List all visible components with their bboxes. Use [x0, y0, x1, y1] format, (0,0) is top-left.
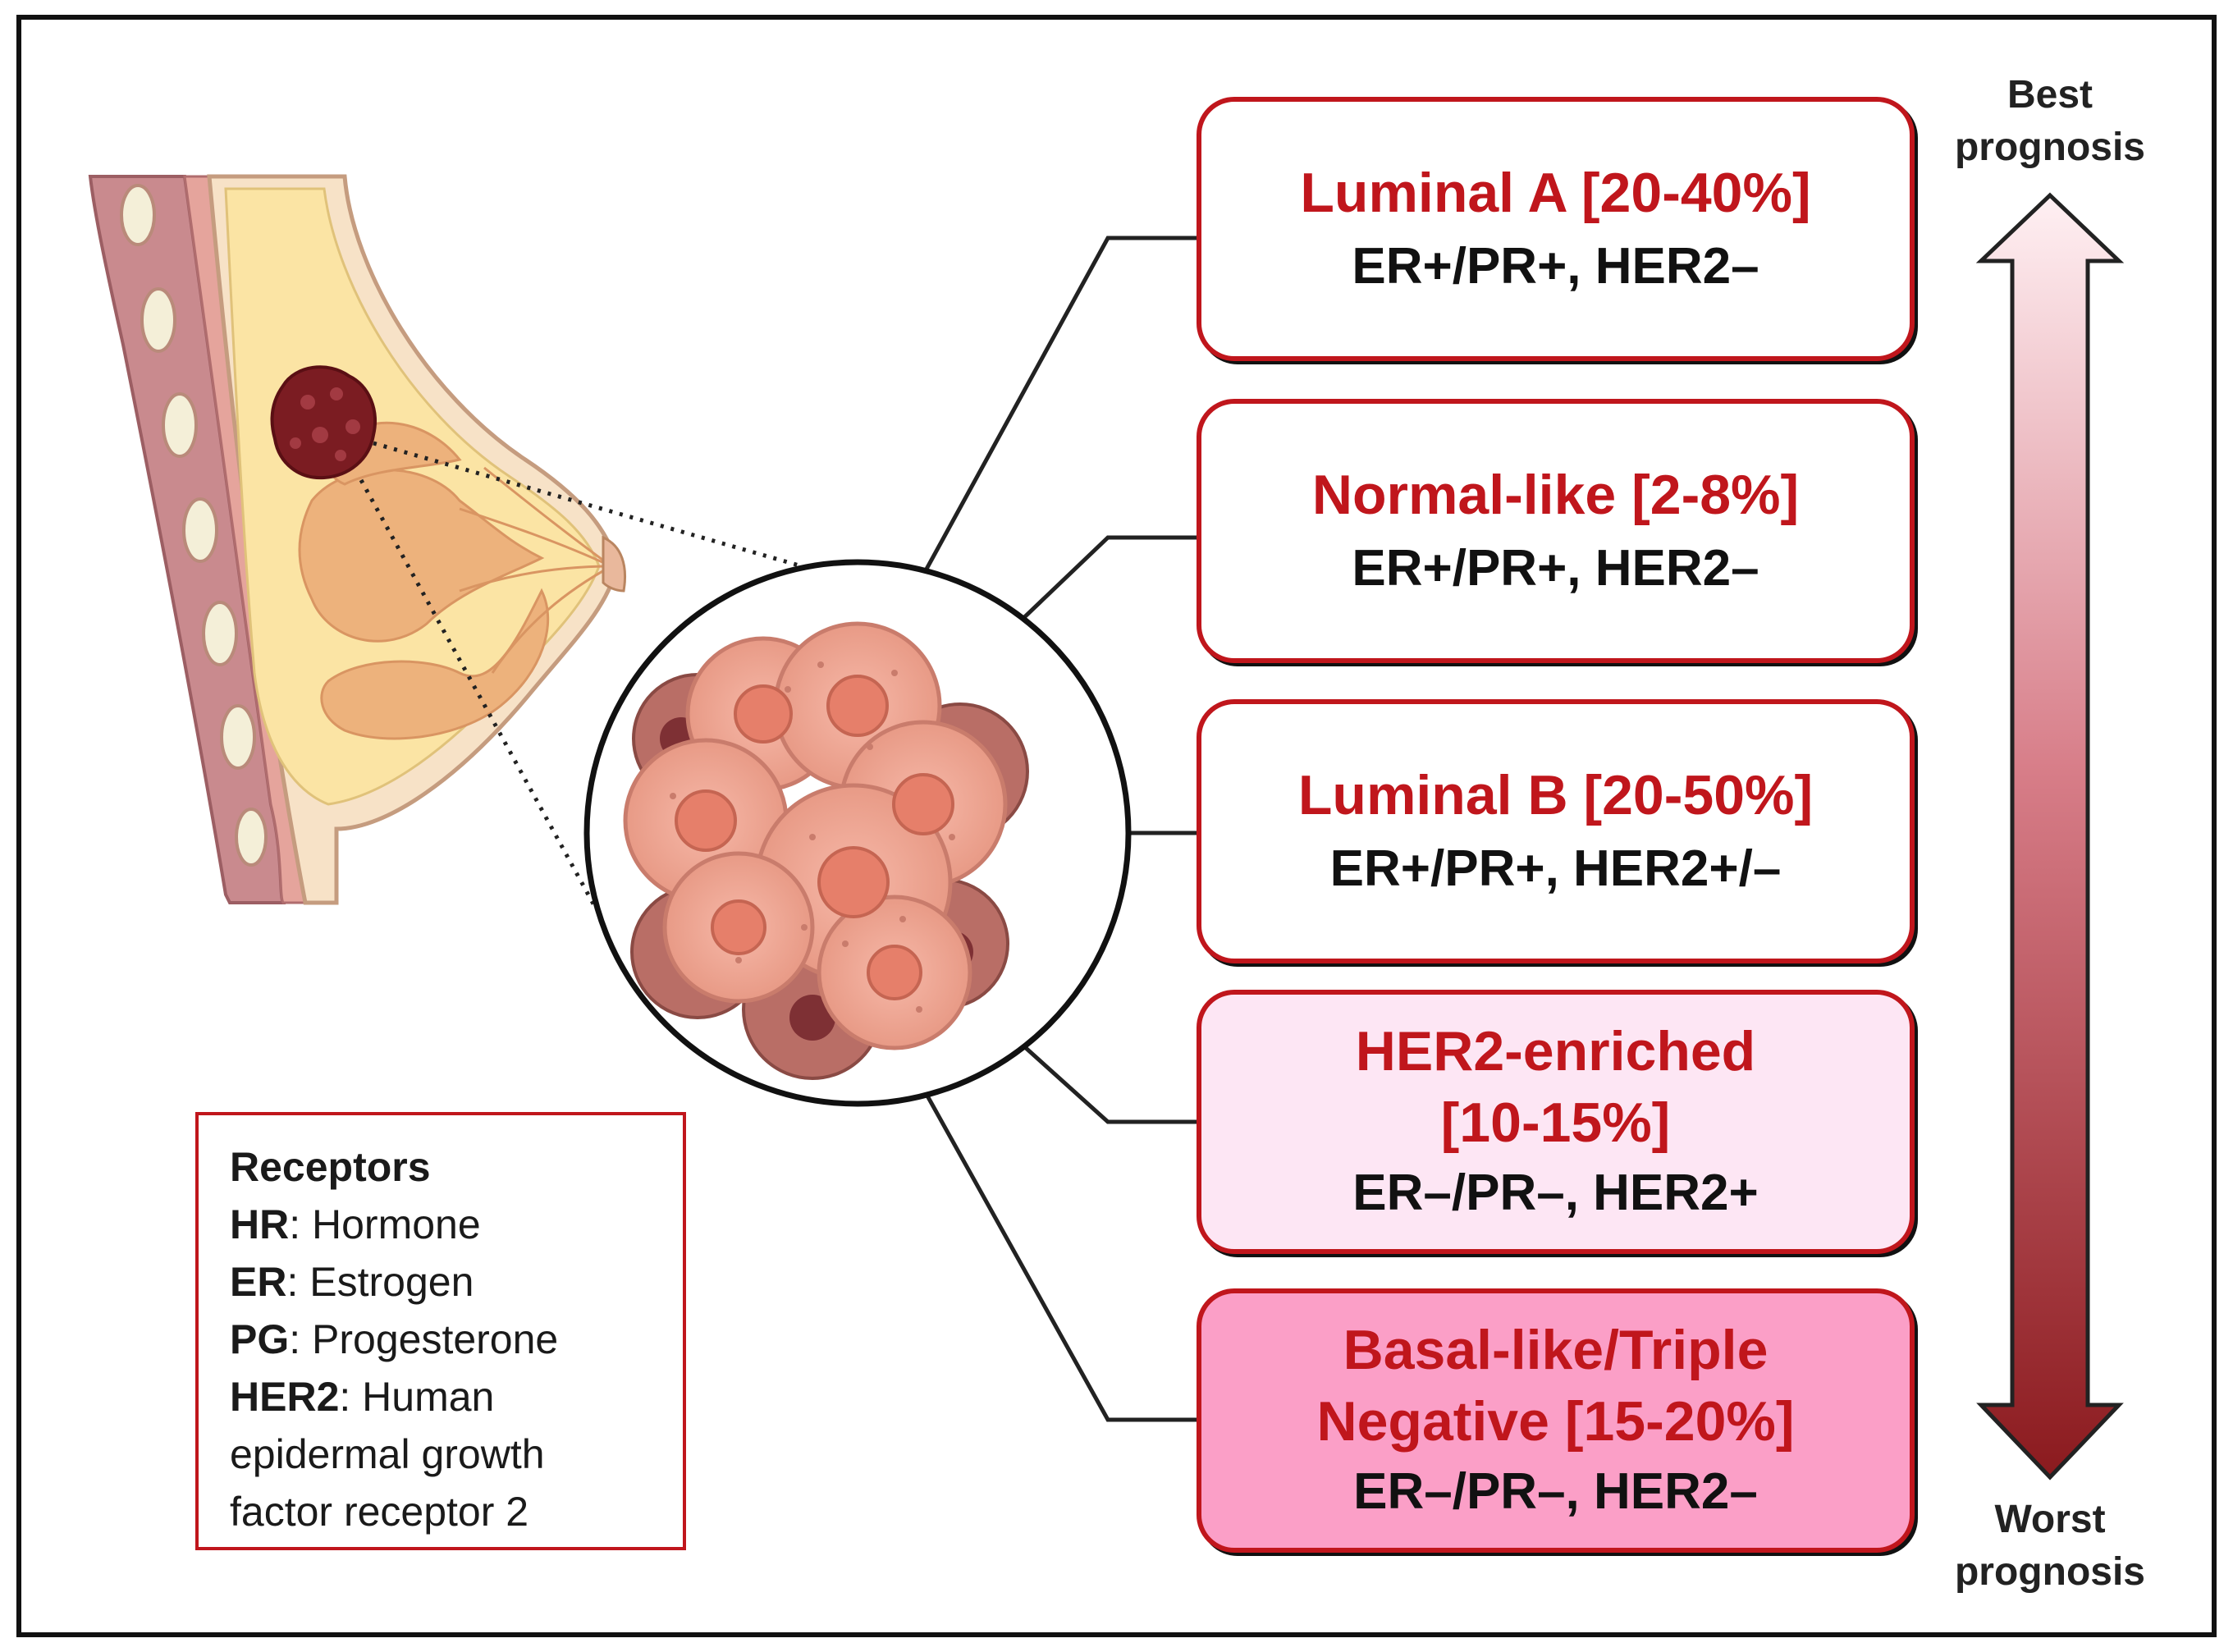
- subtype-box-normal-like: Normal-like [2-8%] ER+/PR+, HER2–: [1197, 399, 1915, 663]
- subtype-name-line2: Negative [15-20%]: [1316, 1390, 1795, 1453]
- subtype-receptors: ER–/PR–, HER2–: [1353, 1463, 1758, 1521]
- subtype-receptors: ER+/PR+, HER2+/–: [1329, 840, 1782, 897]
- legend-item-hr: HR: Hormone: [230, 1196, 666, 1253]
- subtype-receptors: ER–/PR–, HER2+: [1352, 1165, 1759, 1222]
- subtype-box-luminal-a: Luminal A [20-40%] ER+/PR+, HER2–: [1197, 97, 1915, 361]
- zoom-lines: [359, 441, 854, 908]
- subtype-box-luminal-b: Luminal B [20-50%] ER+/PR+, HER2+/–: [1197, 699, 1915, 963]
- subtype-name: Luminal A [20-40%]: [1300, 161, 1811, 224]
- subtype-name-line1: Basal-like/Triple: [1343, 1319, 1769, 1382]
- prognosis-arrow: [1975, 192, 2125, 1480]
- legend-continuation-1: epidermal growth: [230, 1431, 545, 1477]
- legend-continuation-2: factor receptor 2: [230, 1489, 529, 1535]
- legend-item-er: ER: Estrogen: [230, 1253, 666, 1311]
- subtype-receptors: ER+/PR+, HER2–: [1352, 237, 1759, 295]
- subtype-name-line2: [10-15%]: [1440, 1091, 1671, 1155]
- legend-title: Receptors: [230, 1144, 431, 1190]
- tumor-icon: [270, 365, 377, 480]
- cell-cluster-magnified: [583, 559, 1132, 1107]
- legend-item-pg: PG: Progesterone: [230, 1311, 666, 1368]
- subtype-box-her2-enriched: HER2-enriched [10-15%] ER–/PR–, HER2+: [1197, 990, 1915, 1254]
- legend-abbr: PG: [230, 1316, 290, 1362]
- best-label-line2: prognosis: [1954, 126, 2145, 169]
- subtype-receptors: ER+/PR+, HER2–: [1352, 539, 1759, 597]
- subtype-name-line1: HER2-enriched: [1355, 1020, 1756, 1083]
- subtype-box-basal-like: Basal-like/Triple Negative [15-20%] ER–/…: [1197, 1288, 1915, 1553]
- legend-text: : Progesterone: [289, 1316, 559, 1362]
- legend-abbr: HR: [230, 1201, 290, 1247]
- worst-prognosis-label: Worst prognosis: [1927, 1494, 2173, 1599]
- legend-abbr: ER: [230, 1259, 287, 1305]
- worst-label-line2: prognosis: [1954, 1550, 2145, 1594]
- best-label-line1: Best: [2006, 73, 2093, 117]
- receptor-legend: Receptors HR: Hormone ER: Estrogen PG: P…: [195, 1112, 686, 1550]
- best-prognosis-label: Best prognosis: [1927, 69, 2173, 174]
- subtype-name: Normal-like [2-8%]: [1311, 463, 1800, 526]
- legend-abbr: HER2: [230, 1374, 340, 1420]
- legend-text: : Human: [339, 1374, 495, 1420]
- breast-illustration: [88, 174, 627, 905]
- rib-icons: [120, 184, 268, 867]
- legend-text: : Hormone: [289, 1201, 481, 1247]
- legend-item-her2: HER2: Human: [230, 1368, 666, 1425]
- subtype-name: Luminal B [20-50%]: [1297, 763, 1814, 826]
- worst-label-line1: Worst: [1994, 1498, 2106, 1541]
- figure-frame: [16, 15, 2217, 1637]
- legend-text: : Estrogen: [286, 1259, 474, 1305]
